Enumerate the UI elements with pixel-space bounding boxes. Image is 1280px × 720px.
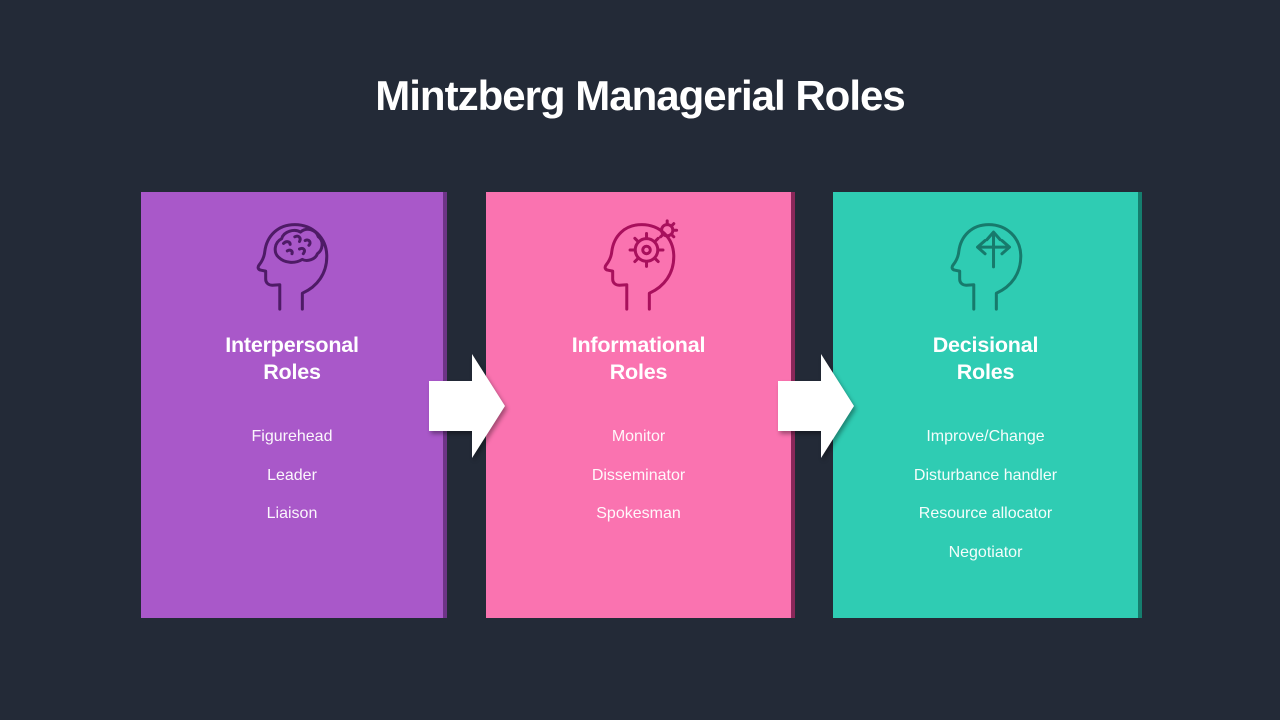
list-item: Disseminator — [591, 466, 686, 484]
flow-arrow-right-icon — [429, 354, 505, 458]
head-gears-icon — [592, 218, 686, 312]
head-decision-icon — [939, 218, 1033, 312]
card-interpersonal-roles: Interpersonal Roles Figurehead Leader Li… — [141, 192, 447, 618]
head-brain-icon — [245, 218, 339, 312]
card-title: Interpersonal Roles — [141, 332, 443, 385]
card-title-line2: Roles — [609, 359, 668, 384]
card-title-line1: Interpersonal — [225, 333, 359, 357]
card-title: Decisional Roles — [833, 332, 1138, 385]
card-decisional-roles: Decisional Roles Improve/Change Disturba… — [833, 192, 1142, 618]
card-informational-roles: Informational Roles Monitor Disseminator… — [486, 192, 795, 618]
list-item: Improve/Change — [926, 428, 1045, 445]
list-item: Liaison — [266, 505, 318, 522]
card-title: Informational Roles — [486, 332, 791, 385]
list-item: Spokesman — [596, 505, 681, 522]
list-item: Monitor — [611, 428, 666, 445]
card-item-list: Figurehead Leader Liaison — [141, 418, 443, 534]
page-title: Mintzberg Managerial Roles — [375, 72, 905, 119]
card-title-line1: Decisional — [932, 333, 1039, 357]
list-item: Figurehead — [251, 428, 333, 445]
list-item: Resource allocator — [918, 505, 1053, 522]
card-title-line2: Roles — [956, 359, 1015, 384]
card-item-list: Monitor Disseminator Spokesman — [486, 418, 791, 534]
list-item: Leader — [267, 466, 317, 484]
flow-arrow-right-icon — [778, 354, 854, 458]
list-item: Negotiator — [948, 543, 1023, 561]
card-title-line2: Roles — [263, 359, 321, 384]
list-item: Disturbance handler — [913, 466, 1058, 484]
card-title-line1: Informational — [571, 333, 706, 357]
card-item-list: Improve/Change Disturbance handler Resou… — [833, 418, 1138, 572]
